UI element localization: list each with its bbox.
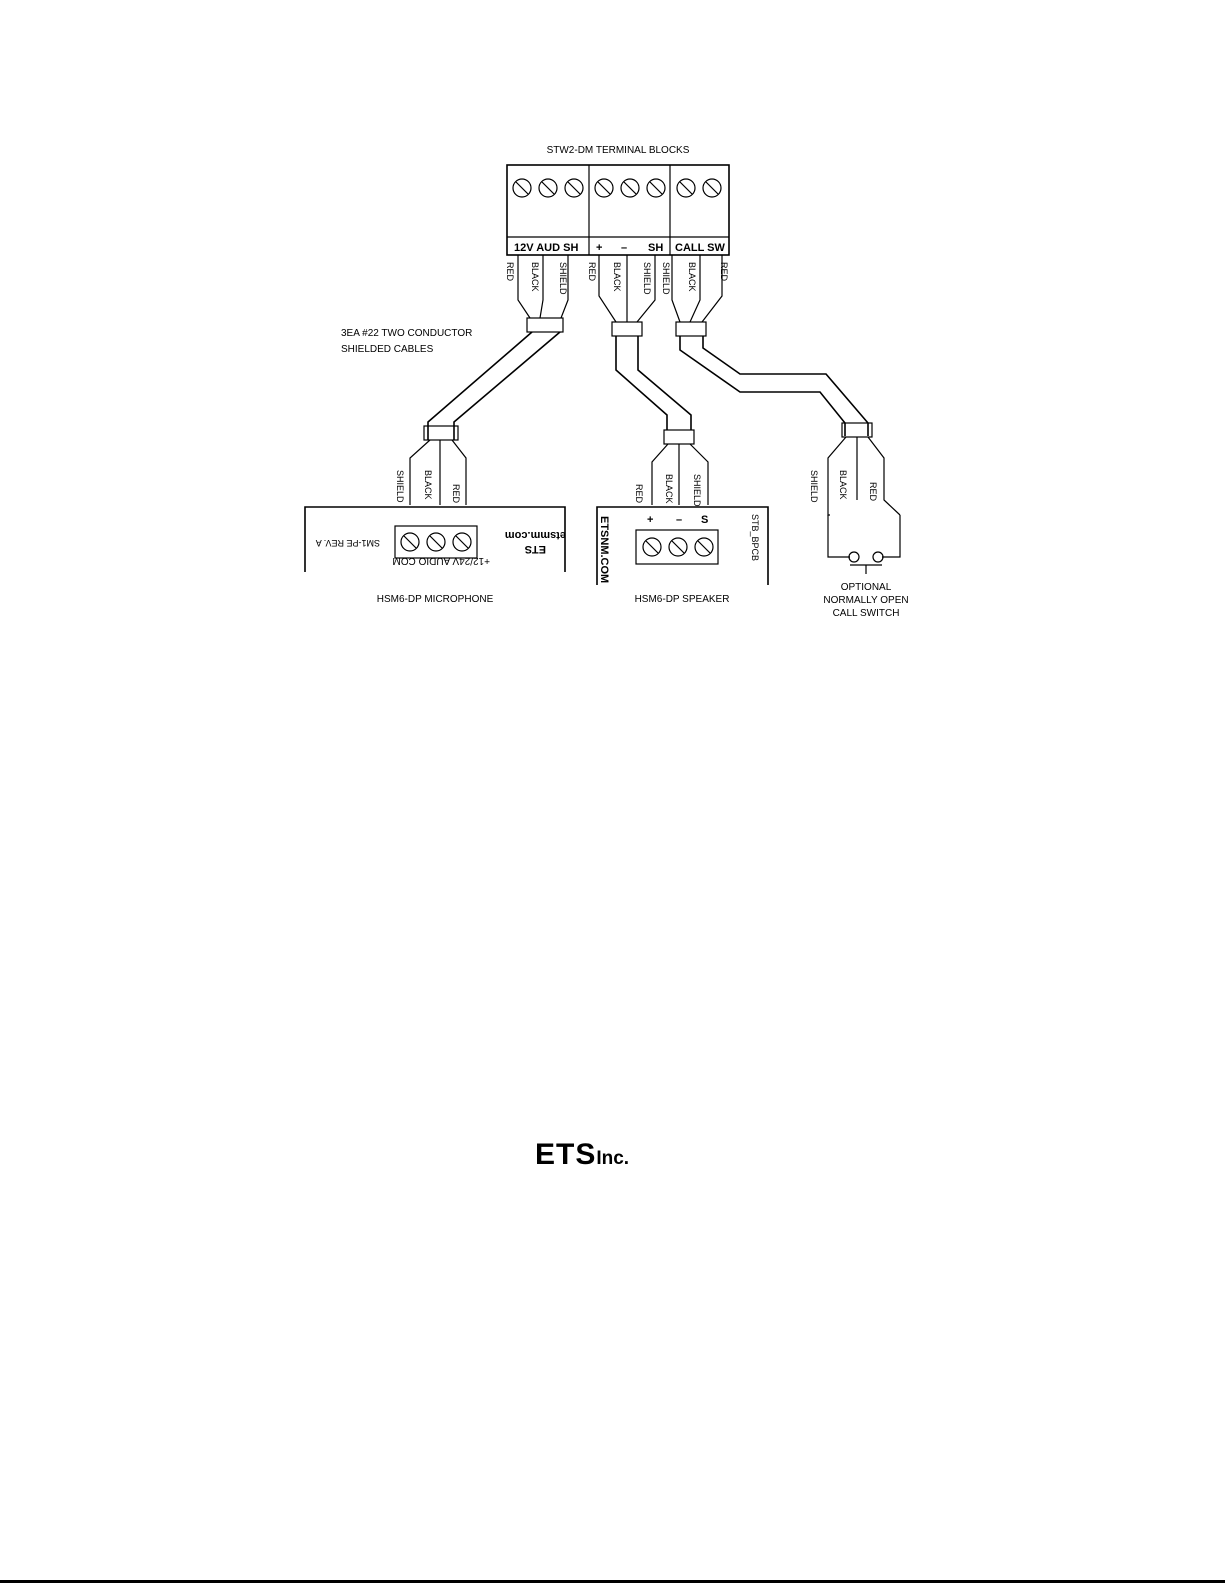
terminal-label-minus: – xyxy=(621,242,627,254)
speaker-label-s: S xyxy=(701,514,708,526)
switch-contact-icon xyxy=(848,551,860,563)
switch-caption-line3: CALL SWITCH xyxy=(833,608,900,619)
logo-suffix: Inc. xyxy=(596,1148,630,1169)
wire-label: SHIELD xyxy=(558,262,568,295)
screw-icon xyxy=(676,178,696,198)
switch-contact-icon xyxy=(872,551,884,563)
mic-cable xyxy=(409,255,569,505)
speaker-cable xyxy=(598,255,709,505)
logo-main: ETS xyxy=(535,1138,597,1171)
wire-label: RED xyxy=(868,482,878,502)
mic-terminal-labels: +12/24V AUDIO COM xyxy=(392,555,490,566)
wire-label: BLACK xyxy=(838,470,848,500)
terminal-block-housing xyxy=(506,164,730,256)
screw-icon xyxy=(620,178,640,198)
screw-icon xyxy=(646,178,666,198)
speaker-caption: HSM6-DP SPEAKER xyxy=(635,594,730,605)
wire-label: SHIELD xyxy=(642,262,652,295)
wire-label: RED xyxy=(587,262,597,282)
terminal-label-plus: + xyxy=(596,242,602,254)
call-switch: SHIELD BLACK RED OPTIONAL NORMALLY OPEN … xyxy=(809,470,909,619)
screw-icon xyxy=(452,532,472,552)
cable-note-line2: SHIELDED CABLES xyxy=(341,344,434,355)
switch-caption-line1: OPTIONAL xyxy=(841,582,892,593)
wire-label: RED xyxy=(505,262,515,282)
screw-icon xyxy=(512,178,532,198)
terminal-screws xyxy=(512,178,722,198)
screw-icon xyxy=(668,537,688,557)
terminal-label-12v-aud-sh: 12V AUD SH xyxy=(514,242,578,254)
screw-icon xyxy=(564,178,584,198)
wire-label: BLACK xyxy=(664,474,674,504)
wire-label: SHIELD xyxy=(692,474,702,507)
wire-label: BLACK xyxy=(612,262,622,292)
wire-label: BLACK xyxy=(687,262,697,292)
switch-lead-right xyxy=(882,515,901,558)
ets-logo: ETSInc. xyxy=(535,1138,629,1172)
wire-label: SHIELD xyxy=(661,262,671,295)
speaker-site: ETSNM.COM xyxy=(598,516,610,583)
microphone-board: SHIELD BLACK RED +12/24V AUDIO COM ETS e… xyxy=(304,470,566,605)
speaker-board: RED BLACK SHIELD + – S STB_BPCB ETSNM.CO… xyxy=(596,474,769,605)
wire-label: RED xyxy=(719,262,729,282)
mic-wire-labels: SHIELD BLACK RED xyxy=(395,470,461,504)
cable-note-line1: 3EA #22 TWO CONDUCTOR xyxy=(341,328,472,339)
speaker-wire-labels: RED BLACK SHIELD xyxy=(634,474,702,507)
switch-wire-labels: SHIELD BLACK RED xyxy=(809,470,878,503)
page-bottom-rule xyxy=(0,1580,1225,1583)
speaker-pcb-label: STB_BPCB xyxy=(750,514,760,561)
screw-icon xyxy=(400,532,420,552)
speaker-label-plus: + xyxy=(647,514,653,526)
wire-label: RED xyxy=(634,484,644,504)
speaker-terminal-strip xyxy=(635,529,719,565)
wire-label: BLACK xyxy=(423,470,433,500)
screw-icon xyxy=(594,178,614,198)
switch-lead-left xyxy=(827,515,850,558)
mic-terminal-strip xyxy=(394,525,478,559)
switch-cable xyxy=(671,255,901,516)
terminal-label-call-sw: CALL SW xyxy=(675,242,726,254)
speaker-label-minus: – xyxy=(676,514,682,526)
mic-brand: ETS xyxy=(525,543,546,555)
screw-icon xyxy=(426,532,446,552)
wire-label: SHIELD xyxy=(395,470,405,503)
mic-rev: SM1-PE REV. A xyxy=(316,538,380,548)
terminal-label-sh: SH xyxy=(648,242,663,254)
screw-icon xyxy=(694,537,714,557)
screw-icon xyxy=(642,537,662,557)
mic-caption: HSM6-DP MICROPHONE xyxy=(377,594,494,605)
screw-icon xyxy=(702,178,722,198)
wire-label: BLACK xyxy=(530,262,540,292)
top-wire-labels: RED BLACK SHIELD RED BLACK SHIELD SHIELD… xyxy=(505,262,729,295)
screw-icon xyxy=(538,178,558,198)
wire-label: SHIELD xyxy=(809,470,819,503)
mic-site: etsmm.com xyxy=(505,529,566,541)
switch-caption-line2: NORMALLY OPEN xyxy=(823,595,908,606)
wire-label: RED xyxy=(451,484,461,504)
terminal-block-title: STW2-DM TERMINAL BLOCKS xyxy=(547,145,690,156)
